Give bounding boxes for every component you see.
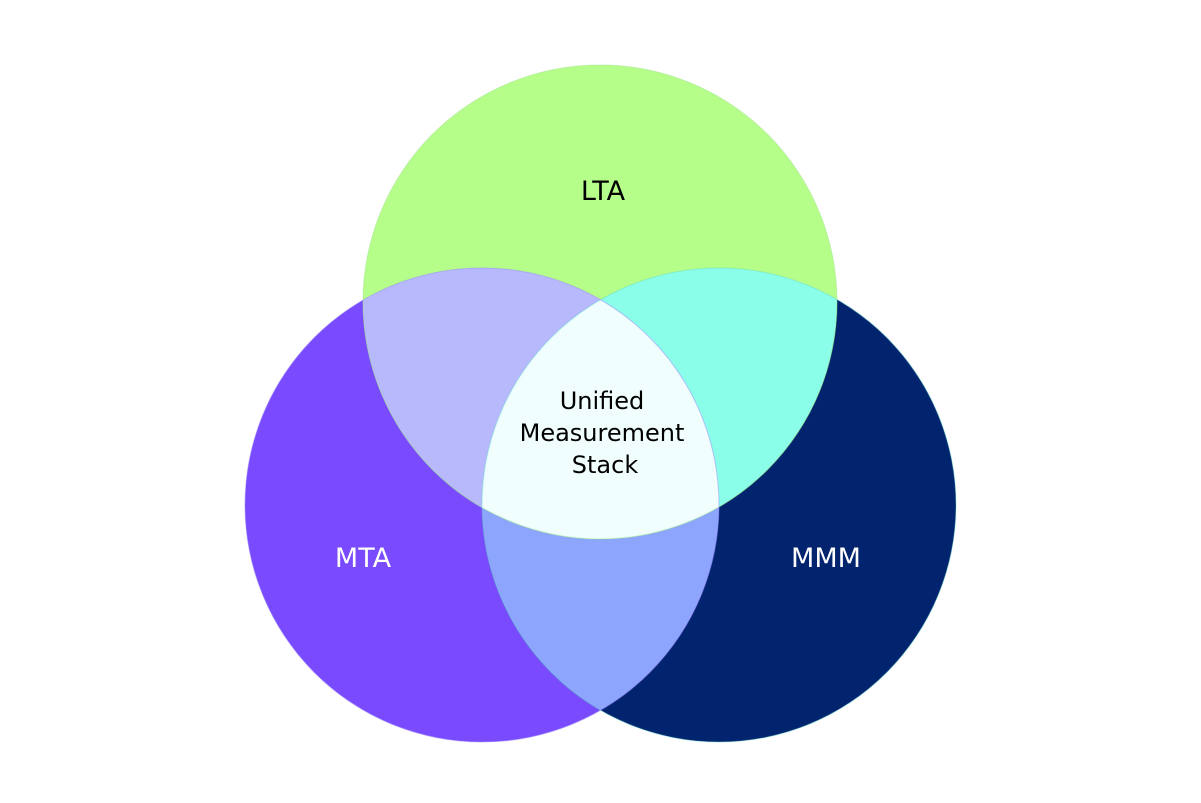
outline-mta: [244, 267, 720, 743]
intersection-all: [482, 268, 719, 539]
label-mta: MTA: [335, 543, 392, 574]
center-label-line-1: Unified: [560, 387, 645, 415]
center-label-line-3: Stack: [572, 451, 639, 479]
outline-mmm: [481, 267, 957, 743]
label-lta: LTA: [581, 176, 626, 207]
label-mmm: MMM: [791, 543, 861, 574]
outline-lta: [362, 64, 838, 540]
center-label-line-2: Measurement: [520, 419, 685, 447]
